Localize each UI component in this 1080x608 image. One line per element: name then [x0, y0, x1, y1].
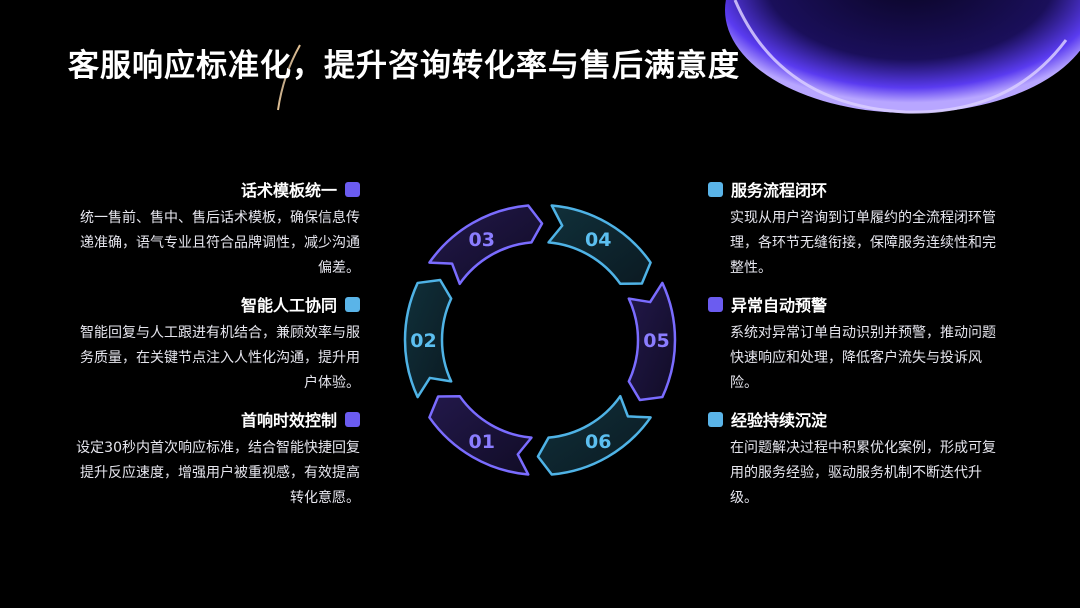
left-item-3: 首响时效控制 设定30秒内首次响应标准，结合智能快捷回复提升反应速度，增强用户被… — [70, 408, 360, 511]
item-text: 实现从用户咨询到订单履约的全流程闭环管理，各环节无缝衔接，保障服务连续性和完整性… — [708, 206, 998, 281]
purple-square-icon — [345, 412, 360, 427]
item-title: 首响时效控制 — [241, 407, 337, 431]
blue-square-icon — [345, 297, 360, 312]
right-item-2: 异常自动预警 系统对异常订单自动识别并预警，推动问题快速响应和处理，降低客户流失… — [708, 293, 998, 396]
item-title: 话术模板统一 — [241, 177, 337, 201]
left-item-1: 话术模板统一 统一售前、售中、售后话术模板，确保信息传递准确，语气专业且符合品牌… — [70, 178, 360, 281]
item-title: 服务流程闭环 — [731, 177, 827, 201]
cycle-segment-label: 04 — [585, 229, 611, 251]
cycle-segment-label: 05 — [643, 330, 669, 352]
left-item-2: 智能人工协同 智能回复与人工跟进有机结合，兼顾效率与服务质量，在关键节点注入人性… — [70, 293, 360, 396]
item-text: 设定30秒内首次响应标准，结合智能快捷回复提升反应速度，增强用户被重视感，有效提… — [70, 436, 360, 511]
right-item-1: 服务流程闭环 实现从用户咨询到订单履约的全流程闭环管理，各环节无缝衔接，保障服务… — [708, 178, 998, 281]
cycle-diagram: 01 02 03 04 05 06 — [400, 200, 680, 480]
right-item-3: 经验持续沉淀 在问题解决过程中积累优化案例，形成可复用的服务经验，驱动服务机制不… — [708, 408, 998, 511]
cycle-segment-label: 06 — [585, 431, 611, 453]
blue-square-icon — [708, 182, 723, 197]
item-text: 智能回复与人工跟进有机结合，兼顾效率与服务质量，在关键节点注入人性化沟通，提升用… — [70, 321, 360, 396]
cycle-segment-label: 02 — [410, 330, 436, 352]
item-title: 智能人工协同 — [241, 292, 337, 316]
item-text: 统一售前、售中、售后话术模板，确保信息传递准确，语气专业且符合品牌调性，减少沟通… — [70, 206, 360, 281]
purple-square-icon — [345, 182, 360, 197]
item-text: 在问题解决过程中积累优化案例，形成可复用的服务经验，驱动服务机制不断迭代升级。 — [708, 436, 998, 511]
item-text: 系统对异常订单自动识别并预警，推动问题快速响应和处理，降低客户流失与投诉风险。 — [708, 321, 998, 396]
cycle-segment-label: 03 — [469, 229, 495, 251]
page-title: 客服响应标准化，提升咨询转化率与售后满意度 — [68, 40, 740, 85]
blue-square-icon — [708, 412, 723, 427]
cycle-segment-label: 01 — [469, 431, 495, 453]
purple-square-icon — [708, 297, 723, 312]
item-title: 异常自动预警 — [731, 292, 827, 316]
item-title: 经验持续沉淀 — [731, 407, 827, 431]
